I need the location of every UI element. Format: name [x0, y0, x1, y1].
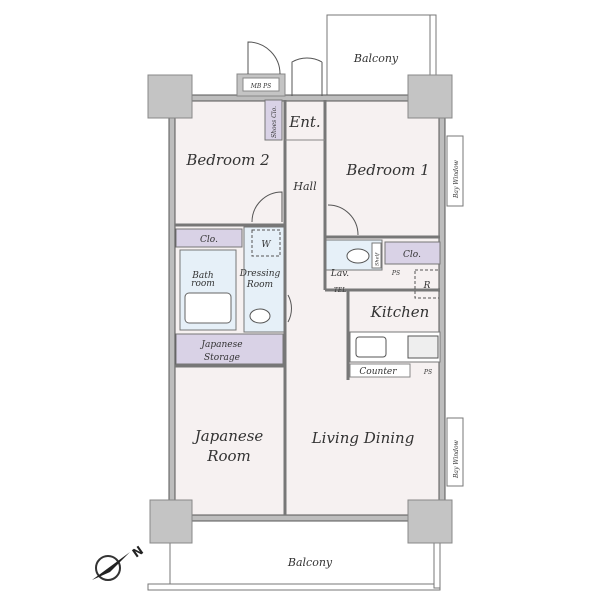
column	[149, 499, 193, 544]
closet-left-label: Clo.	[200, 235, 218, 245]
closet-right-label: Clo.	[403, 250, 421, 260]
ps-label: PS	[423, 369, 432, 376]
bay-window-living: Bay Window	[446, 417, 464, 487]
washer-label: W	[261, 240, 271, 250]
refrigerator-label: R	[423, 281, 431, 291]
bedroom1-label: Bedroom 1	[345, 161, 429, 179]
tel-label: TEL	[334, 287, 346, 294]
bathroom-label: Bath	[191, 271, 213, 281]
balcony-top-label: Balcony	[353, 52, 399, 65]
living-door[interactable]	[287, 294, 292, 323]
shelf	[371, 242, 382, 269]
stove-icon	[407, 335, 439, 359]
japanese-room-label-2: Room	[206, 447, 251, 465]
north-arrow-icon: N	[92, 543, 146, 581]
dressing-room-label-2: Room	[246, 280, 273, 290]
bay-window-label: Bay Window	[453, 439, 460, 479]
column	[147, 74, 193, 119]
closet-left	[175, 228, 243, 248]
balcony-bottom-label: Balcony	[287, 556, 333, 569]
entry-door[interactable]	[247, 41, 281, 75]
hall-label: Hall	[292, 180, 317, 193]
dressing-room-label: Dressing	[239, 269, 281, 279]
mb-ps-label: MB PS	[250, 83, 272, 90]
column	[407, 74, 453, 119]
bedroom1-door[interactable]	[327, 204, 359, 236]
shoe-closet-label: Shoes Clo.	[271, 106, 278, 138]
bathroom-label-2: room	[191, 279, 215, 289]
shelf-label: Shelf	[375, 252, 381, 266]
balcony-bottom: Balcony	[147, 521, 441, 591]
japanese-storage-label-2: Storage	[204, 353, 240, 363]
counter-label: Counter	[359, 367, 397, 377]
sink-icon	[355, 336, 387, 358]
japanese-storage-label: Japanese	[199, 340, 242, 350]
bedroom2-label: Bedroom 2	[185, 151, 269, 169]
north-label: N	[130, 543, 146, 560]
ps-label: PS	[391, 270, 400, 277]
entrance-label: Ent.	[288, 113, 320, 131]
balcony-top: Balcony	[326, 14, 437, 98]
bathtub-icon	[184, 292, 232, 324]
bay-window-label: Bay Window	[453, 159, 460, 199]
kitchen-label: Kitchen	[370, 303, 430, 321]
bedroom2-door[interactable]	[251, 191, 283, 223]
japanese-room-label: Japanese	[192, 427, 264, 445]
column	[407, 499, 453, 544]
living-dining-label: Living Dining	[311, 429, 415, 447]
lavatory-label: Lav.	[330, 269, 349, 279]
toilet-icon	[346, 248, 370, 264]
bay-window-bedroom1: Bay Window	[446, 135, 464, 207]
washbasin-icon	[249, 308, 271, 324]
